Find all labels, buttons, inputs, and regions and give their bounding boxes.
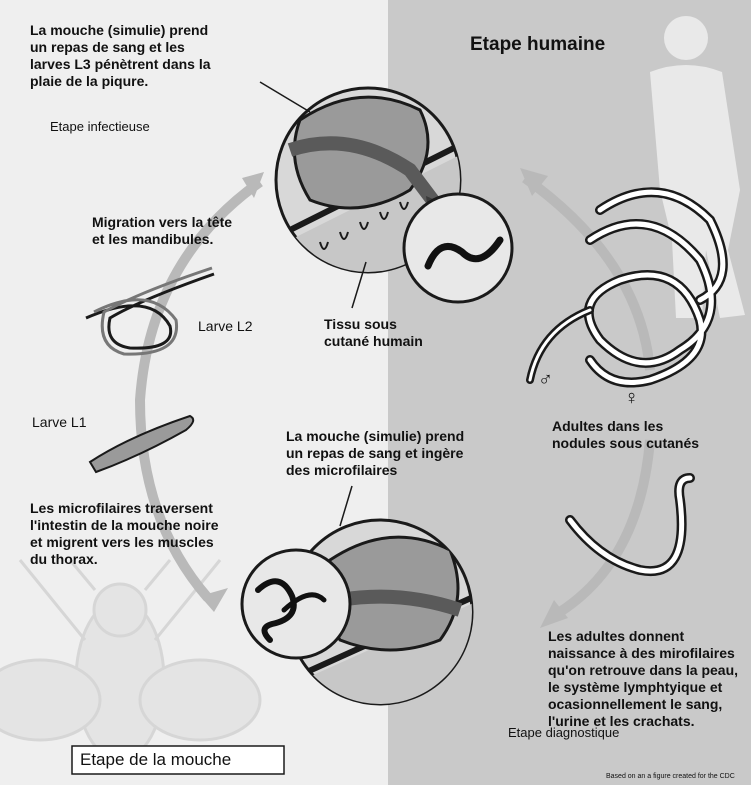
larva-inset-top (402, 192, 514, 304)
diagnostic-stage-label: Etape diagnostique (508, 725, 620, 740)
larva-l1-label: Larve L1 (32, 414, 87, 430)
adults-birth-text: Les adultes donnent naissance à des miro… (548, 628, 739, 729)
male-symbol: ♂ (538, 369, 553, 391)
infective-stage-label: Etape infectieuse (50, 119, 150, 134)
fly-meal-mf-text: La mouche (simulie) prend un repas de sa… (286, 428, 465, 478)
leader-lines (259, 81, 367, 527)
adults-nodules-text: Adultes dans les nodules sous cutanés (552, 418, 700, 451)
male-worm-inner (528, 308, 592, 382)
credit-text: Based on an a figure created for the CDC (606, 773, 735, 780)
microfilaria-inset-bottom (240, 548, 352, 660)
female-symbol: ♀ (624, 387, 639, 409)
fly-meal-l3-text: La mouche (simulie) prend un repas de sa… (30, 22, 211, 89)
human-stage-title: Etape humaine (470, 34, 606, 55)
migration-text: Migration vers la tête et les mandibules… (92, 214, 233, 247)
larva-l2 (85, 266, 215, 356)
microfilaria-large-inner (567, 475, 693, 574)
fly-stage-label: Etape de la mouche (80, 750, 232, 769)
fly-silhouette (0, 559, 262, 762)
cycle-arrows (134, 173, 655, 617)
microfilariae-cross-text: Les microfilaires traversent l'intestin … (30, 500, 219, 567)
larva-l2-label: Larve L2 (198, 318, 253, 334)
tissue-label: Tissu sous cutané humain (324, 316, 423, 349)
larva-l1 (88, 414, 195, 474)
fly-stage-box (71, 745, 285, 775)
